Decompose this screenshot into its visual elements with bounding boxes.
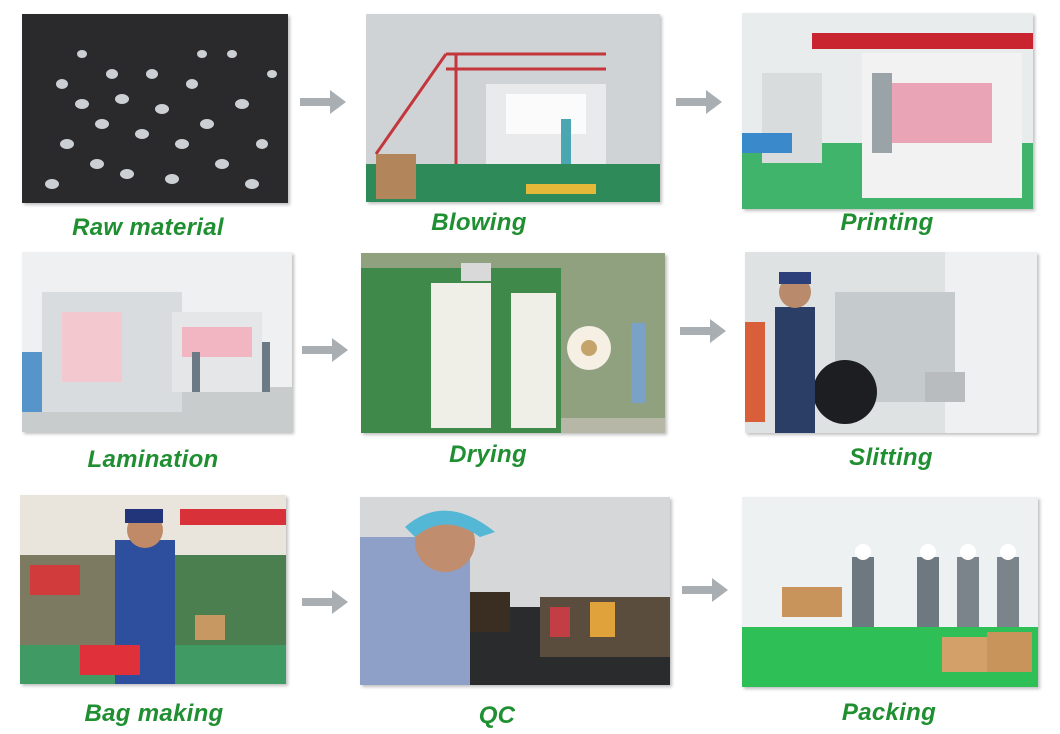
step-label-printing: Printing [840, 209, 934, 236]
photo-printing [742, 13, 1033, 209]
arrow-right-icon [680, 317, 728, 345]
photo-raw-material [22, 14, 288, 203]
arrow-right-icon [302, 336, 350, 364]
photo-qc [360, 497, 670, 685]
photo-slitting [745, 252, 1037, 433]
step-label-lamination: Lamination [87, 446, 219, 473]
step-label-blowing: Blowing [431, 209, 527, 236]
arrow-right-icon [302, 588, 350, 616]
step-label-raw-material: Raw material [72, 214, 224, 241]
arrow-right-icon [676, 88, 724, 116]
photo-lamination [22, 252, 292, 432]
step-label-qc: QC [478, 702, 516, 729]
step-label-packing: Packing [841, 699, 937, 726]
step-label-slitting: Slitting [849, 444, 933, 471]
step-label-bag-making: Bag making [84, 700, 224, 727]
arrow-right-icon [682, 576, 730, 604]
step-label-drying: Drying [449, 441, 527, 468]
arrow-right-icon [300, 88, 348, 116]
photo-bag-making [20, 495, 286, 684]
photo-packing [742, 497, 1038, 687]
photo-blowing [366, 14, 660, 202]
photo-drying [361, 253, 665, 433]
